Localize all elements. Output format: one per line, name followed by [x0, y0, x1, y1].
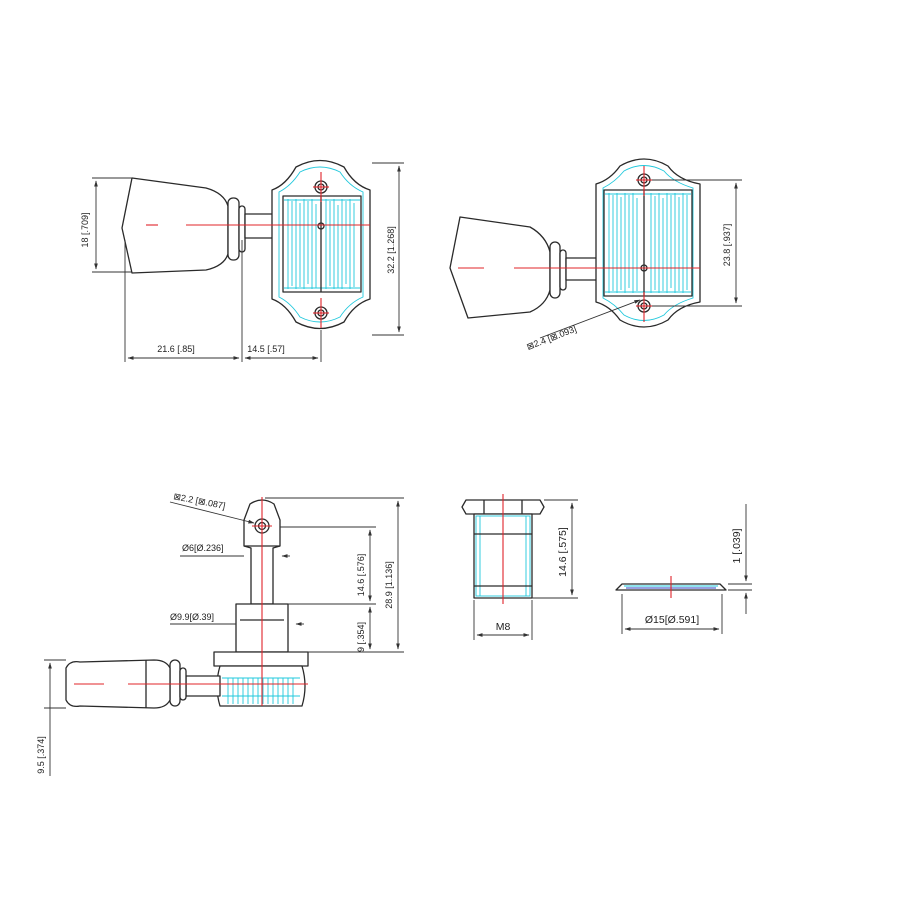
gear-hatch-2 [605, 193, 691, 293]
total-height-label: 28.9 [1.136] [384, 561, 394, 609]
gear-window [282, 195, 362, 293]
base-diameter-label: Ø9.9[Ø.39] [170, 612, 214, 622]
knob-height-label: 18 [.709] [80, 212, 90, 247]
base-height-label: 9 [.354] [356, 622, 366, 652]
tuner-shaft [244, 213, 276, 239]
washer-diameter-label: Ø15[Ø.591] [645, 614, 699, 626]
bushing-thread-label: M8 [496, 621, 511, 633]
gear-window-2 [603, 189, 693, 297]
post-hole-label: ⊠2.2 [⊠.087] [173, 491, 227, 511]
shaft-length-label: 14.5 [.57] [247, 344, 285, 354]
front-view-right: 23.8 [.937] ⊠2.4 [⊠.093] [449, 158, 742, 352]
gear-housing [213, 651, 309, 667]
side-button [65, 659, 171, 709]
washer-view: 1 [.039] Ø15[Ø.591] [615, 504, 752, 634]
tuner-shaft-2 [565, 257, 601, 281]
plate-height-label: 32.2 [1.268] [386, 226, 396, 274]
knob-collar [227, 197, 240, 261]
front-view-left: 18 [.709] 21.6 [.85] 14.5 [.57] 32.2 [1.… [80, 159, 404, 362]
gear-hatch [284, 199, 360, 289]
post-diameter-label: Ø6[Ø.236] [182, 543, 224, 553]
bushing-height-label: 14.6 [.575] [557, 527, 569, 577]
side-hatch [222, 677, 300, 704]
washer-thickness-label: 1 [.039] [731, 528, 743, 563]
side-shaft [185, 675, 221, 697]
bushing-view: 14.6 [.575] M8 [461, 494, 578, 640]
hole-spacing-label: 23.8 [.937] [722, 224, 732, 267]
button-length-label: 21.6 [.85] [157, 344, 195, 354]
screw-hole-label: ⊠2.4 [⊠.093] [525, 324, 578, 352]
post-height-label: 14.6 [.576] [356, 554, 366, 597]
side-view: ⊠2.2 [⊠.087] Ø6[Ø.236] 14.6 [.576] 28.9 … [36, 491, 404, 776]
button-height-label: 9.5 [.374] [36, 736, 46, 774]
